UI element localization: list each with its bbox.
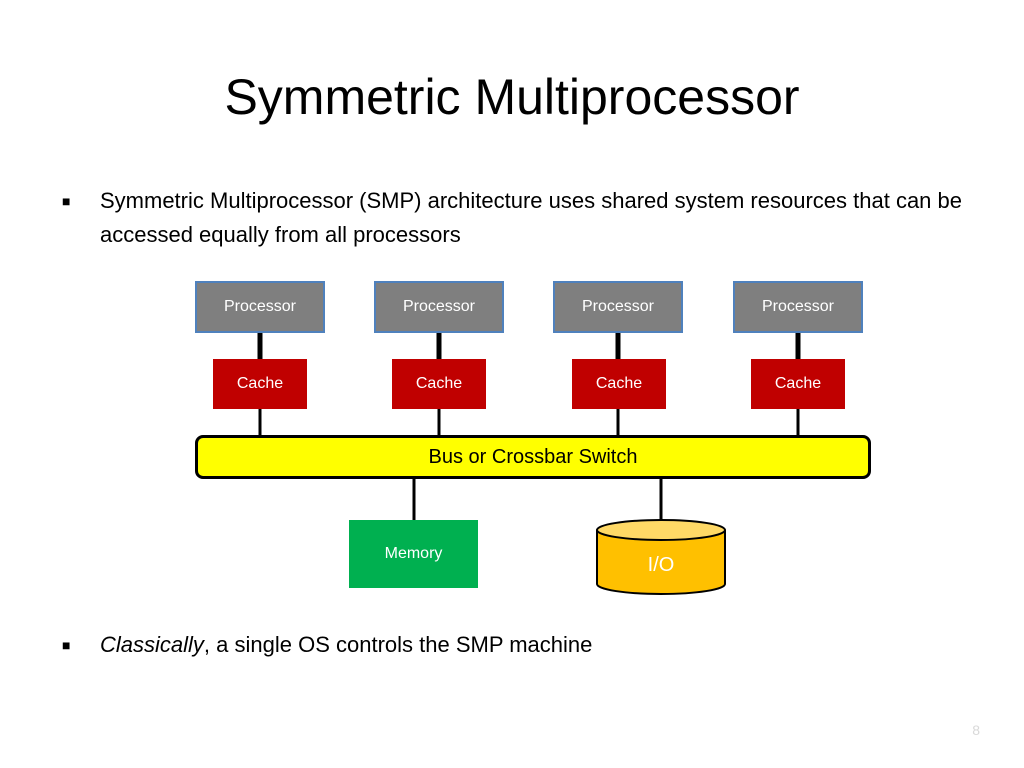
bullet-rest-text: , a single OS controls the SMP machine xyxy=(203,632,593,657)
processor-label: Processor xyxy=(223,298,297,315)
cache-box: Cache xyxy=(392,359,486,409)
cache-box: Cache xyxy=(213,359,307,409)
processor-label: Processor xyxy=(581,298,655,315)
cache-label: Cache xyxy=(595,375,643,392)
io-label: I/O xyxy=(647,554,675,576)
processor-label: Processor xyxy=(402,298,476,315)
processor-label: Processor xyxy=(761,298,835,315)
memory-label: Memory xyxy=(384,545,443,562)
page-number: 8 xyxy=(972,722,980,738)
bullet-italic-text: Classically xyxy=(100,632,204,657)
square-bullet-icon: ■ xyxy=(62,193,71,209)
cache-label: Cache xyxy=(415,375,463,392)
processor-box: Processor xyxy=(195,281,325,333)
bus-label: Bus or Crossbar Switch xyxy=(428,445,638,468)
memory-box: Memory xyxy=(349,520,478,588)
bullet-text: Classically, a single OS controls the SM… xyxy=(100,628,962,662)
cache-label: Cache xyxy=(774,375,822,392)
cache-box: Cache xyxy=(572,359,666,409)
processor-box: Processor xyxy=(374,281,504,333)
bullet-item-smp-definition: ■ Symmetric Multiprocessor (SMP) archite… xyxy=(62,184,962,256)
cache-box: Cache xyxy=(751,359,845,409)
cache-label: Cache xyxy=(236,375,284,392)
square-bullet-icon: ■ xyxy=(62,637,71,653)
bullet-text: Symmetric Multiprocessor (SMP) architect… xyxy=(100,188,962,247)
processor-box: Processor xyxy=(553,281,683,333)
processor-box: Processor xyxy=(733,281,863,333)
io-cylinder-icon xyxy=(596,519,726,595)
slide-title: Symmetric Multiprocessor xyxy=(224,69,800,125)
bus-crossbar-switch: Bus or Crossbar Switch xyxy=(195,435,871,479)
bullet-item-os-control: ■ Classically, a single OS controls the … xyxy=(62,628,962,664)
